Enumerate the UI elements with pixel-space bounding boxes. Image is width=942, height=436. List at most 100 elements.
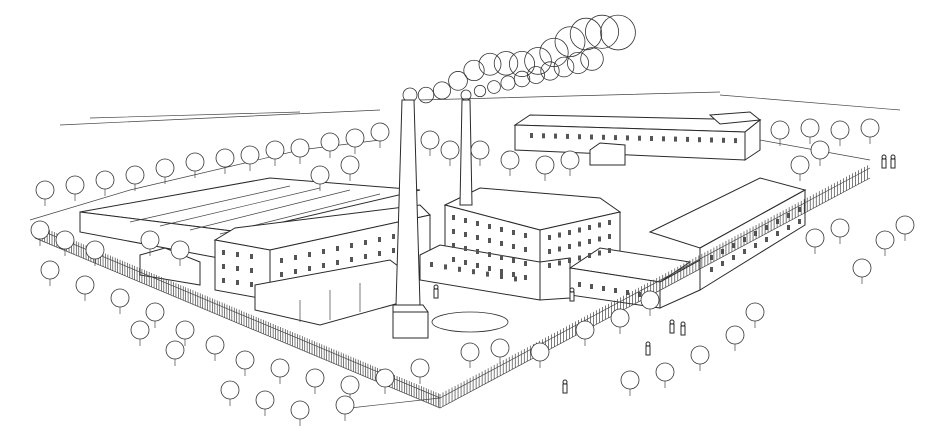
figures xyxy=(433,154,896,394)
tree xyxy=(805,228,825,248)
window xyxy=(486,271,489,277)
tree xyxy=(725,325,745,345)
smoke-curl xyxy=(524,47,552,75)
smoke-curl xyxy=(580,47,604,71)
window xyxy=(548,249,551,254)
window xyxy=(378,251,381,256)
window xyxy=(754,243,757,248)
window xyxy=(602,134,605,140)
tree xyxy=(185,152,205,172)
window xyxy=(590,284,593,289)
window xyxy=(558,232,561,238)
smoke-curl xyxy=(432,81,451,100)
smoke-curl xyxy=(463,59,485,82)
smoke-curl xyxy=(527,66,545,84)
window xyxy=(322,263,325,268)
window xyxy=(650,136,653,141)
window xyxy=(558,260,561,266)
window xyxy=(598,236,601,242)
person-body xyxy=(680,325,686,336)
window xyxy=(500,241,503,246)
window xyxy=(488,266,491,271)
person-body xyxy=(562,383,568,394)
storehouse-building xyxy=(513,111,762,161)
window xyxy=(512,244,515,249)
window xyxy=(350,243,353,248)
window xyxy=(798,219,801,224)
window xyxy=(322,249,325,254)
windows xyxy=(222,133,801,299)
smoke-curl xyxy=(487,80,501,94)
person-head xyxy=(881,154,887,160)
smoke-curl xyxy=(513,70,531,88)
window xyxy=(524,247,527,252)
window xyxy=(602,286,605,291)
window xyxy=(452,215,455,220)
person-body xyxy=(433,288,439,299)
wagon-shed xyxy=(589,142,626,166)
window xyxy=(280,272,283,277)
tree xyxy=(810,140,830,160)
window xyxy=(598,222,601,228)
window xyxy=(464,260,467,265)
person-body xyxy=(645,345,651,356)
weaving-shed xyxy=(79,177,421,263)
window xyxy=(500,269,503,274)
tree xyxy=(770,120,790,140)
window xyxy=(608,220,611,225)
person-head xyxy=(669,319,675,325)
window xyxy=(732,243,735,248)
window xyxy=(548,235,551,240)
smoke-curl xyxy=(553,56,575,78)
tree xyxy=(235,350,255,370)
tree xyxy=(535,155,555,175)
smoke-curl xyxy=(478,52,502,76)
window xyxy=(488,224,491,229)
window xyxy=(476,263,479,268)
tree xyxy=(340,375,360,395)
window xyxy=(464,232,467,237)
smoke-curl xyxy=(500,75,516,91)
window xyxy=(787,213,790,218)
person-head xyxy=(562,379,568,385)
window xyxy=(776,231,779,236)
window xyxy=(364,240,367,245)
window xyxy=(512,258,515,263)
window xyxy=(686,136,689,142)
tree xyxy=(530,342,550,362)
window xyxy=(662,136,665,142)
window xyxy=(280,258,283,263)
tree xyxy=(345,128,365,148)
window xyxy=(524,275,527,280)
window xyxy=(626,135,629,141)
smoke-curl xyxy=(554,26,586,58)
tree xyxy=(320,132,340,152)
smoke-curl xyxy=(493,51,519,76)
tree xyxy=(270,358,290,378)
tree xyxy=(215,148,235,168)
tree xyxy=(35,180,55,200)
tree xyxy=(420,130,440,150)
window xyxy=(364,254,367,259)
window xyxy=(294,255,297,260)
tree xyxy=(690,345,710,365)
tree xyxy=(255,390,275,410)
window xyxy=(558,246,561,252)
tree xyxy=(125,165,145,185)
window xyxy=(710,267,713,272)
window xyxy=(308,266,311,271)
main-factory-building xyxy=(419,187,622,301)
tree xyxy=(290,400,310,420)
tree xyxy=(140,230,160,250)
shrub xyxy=(431,311,509,333)
window xyxy=(765,237,768,242)
window xyxy=(464,218,467,223)
window xyxy=(578,134,581,140)
tree xyxy=(175,320,195,340)
window xyxy=(500,255,503,260)
tree xyxy=(610,308,630,328)
tree xyxy=(170,240,190,260)
window xyxy=(236,252,239,257)
window xyxy=(754,231,757,236)
